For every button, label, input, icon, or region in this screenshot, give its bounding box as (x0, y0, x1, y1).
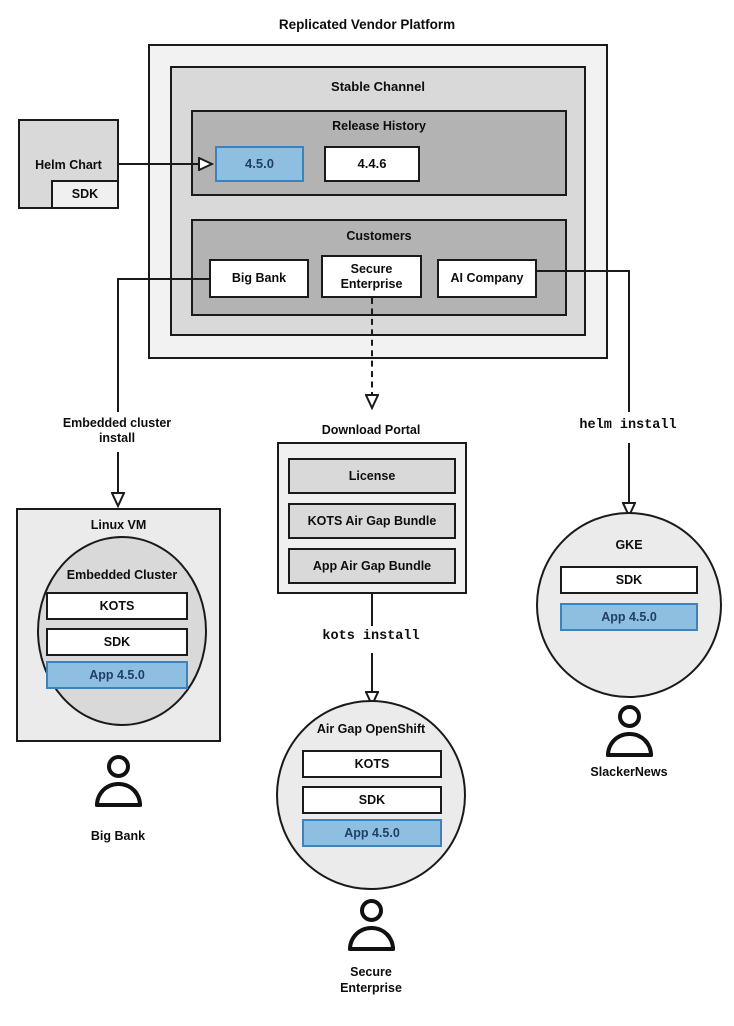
linux-vm-component-app[interactable]: App 4.5.0 (46, 661, 188, 689)
linux-vm-component-kots[interactable]: KOTS (46, 592, 188, 620)
person-head (618, 705, 641, 728)
secure-enterprise-person-label: Secure Enterprise (340, 965, 402, 995)
gke-title: GKE (615, 538, 643, 552)
person-head (360, 899, 383, 922)
openshift-component-app[interactable]: App 4.5.0 (302, 819, 442, 847)
embedded-cluster-title: Embedded Cluster (66, 568, 178, 582)
release-4-5-0[interactable]: 4.5.0 (215, 146, 304, 182)
edge-aicompany-vertical (628, 270, 630, 412)
edge-aicompany-to-gke (628, 443, 630, 506)
openshift-component-sdk[interactable]: SDK (302, 786, 442, 814)
edge-bigbank-vertical (117, 278, 119, 412)
edge-portal-to-openshift-upper (371, 594, 373, 626)
person-body (348, 926, 395, 951)
edge-label-embedded-cluster-install: Embedded cluster install (62, 416, 172, 445)
helm-chart-sdk-box[interactable]: SDK (51, 180, 119, 209)
stable-channel-title: Stable Channel (331, 79, 425, 94)
linux-vm-component-sdk[interactable]: SDK (46, 628, 188, 656)
edge-portal-to-openshift-lower (371, 653, 373, 695)
customer-ai-company[interactable]: AI Company (437, 259, 537, 298)
edge-aicompany-arrowhead (622, 502, 636, 518)
edge-bigbank-arrowhead (111, 492, 125, 508)
openshift-component-kots[interactable]: KOTS (302, 750, 442, 778)
edge-secure-enterprise-dashed (371, 298, 373, 398)
edge-label-helm-install: helm install (579, 418, 677, 433)
big-bank-person-label: Big Bank (90, 829, 146, 843)
slackernews-person-label: SlackerNews (590, 765, 668, 779)
page-title: Replicated Vendor Platform (278, 17, 456, 32)
release-history-title: Release History (332, 119, 426, 133)
download-portal-title: Download Portal (321, 423, 421, 437)
edge-bigbank-to-vm (117, 452, 119, 496)
download-portal-item-license[interactable]: License (288, 458, 456, 494)
gke-component-sdk[interactable]: SDK (560, 566, 698, 594)
gke-component-app[interactable]: App 4.5.0 (560, 603, 698, 631)
customers-title: Customers (346, 229, 412, 243)
edge-label-kots-install: kots install (322, 629, 420, 644)
person-body (606, 732, 653, 757)
edge-helm-to-release-arrowhead (198, 157, 214, 171)
customer-secure-enterprise[interactable]: Secure Enterprise (321, 255, 422, 298)
edge-portal-to-openshift-arrowhead (365, 691, 379, 707)
edge-aicompany-horizontal (536, 270, 630, 272)
air-gap-openshift-title: Air Gap OpenShift (316, 722, 426, 736)
download-portal-item-app-air-gap-bundle[interactable]: App Air Gap Bundle (288, 548, 456, 584)
release-4-4-6[interactable]: 4.4.6 (324, 146, 420, 182)
helm-chart-label: Helm Chart (35, 158, 102, 172)
edge-bigbank-horizontal (117, 278, 211, 280)
person-body (95, 782, 142, 807)
edge-secure-enterprise-arrowhead (365, 394, 379, 410)
edge-helm-to-release (119, 163, 202, 165)
linux-vm-title: Linux VM (90, 518, 147, 532)
customer-big-bank[interactable]: Big Bank (209, 259, 309, 298)
secure-enterprise-person-icon (348, 899, 395, 951)
big-bank-person-icon (95, 755, 142, 807)
download-portal-item-kots-air-gap-bundle[interactable]: KOTS Air Gap Bundle (288, 503, 456, 539)
slackernews-person-icon (606, 705, 653, 757)
person-head (107, 755, 130, 778)
